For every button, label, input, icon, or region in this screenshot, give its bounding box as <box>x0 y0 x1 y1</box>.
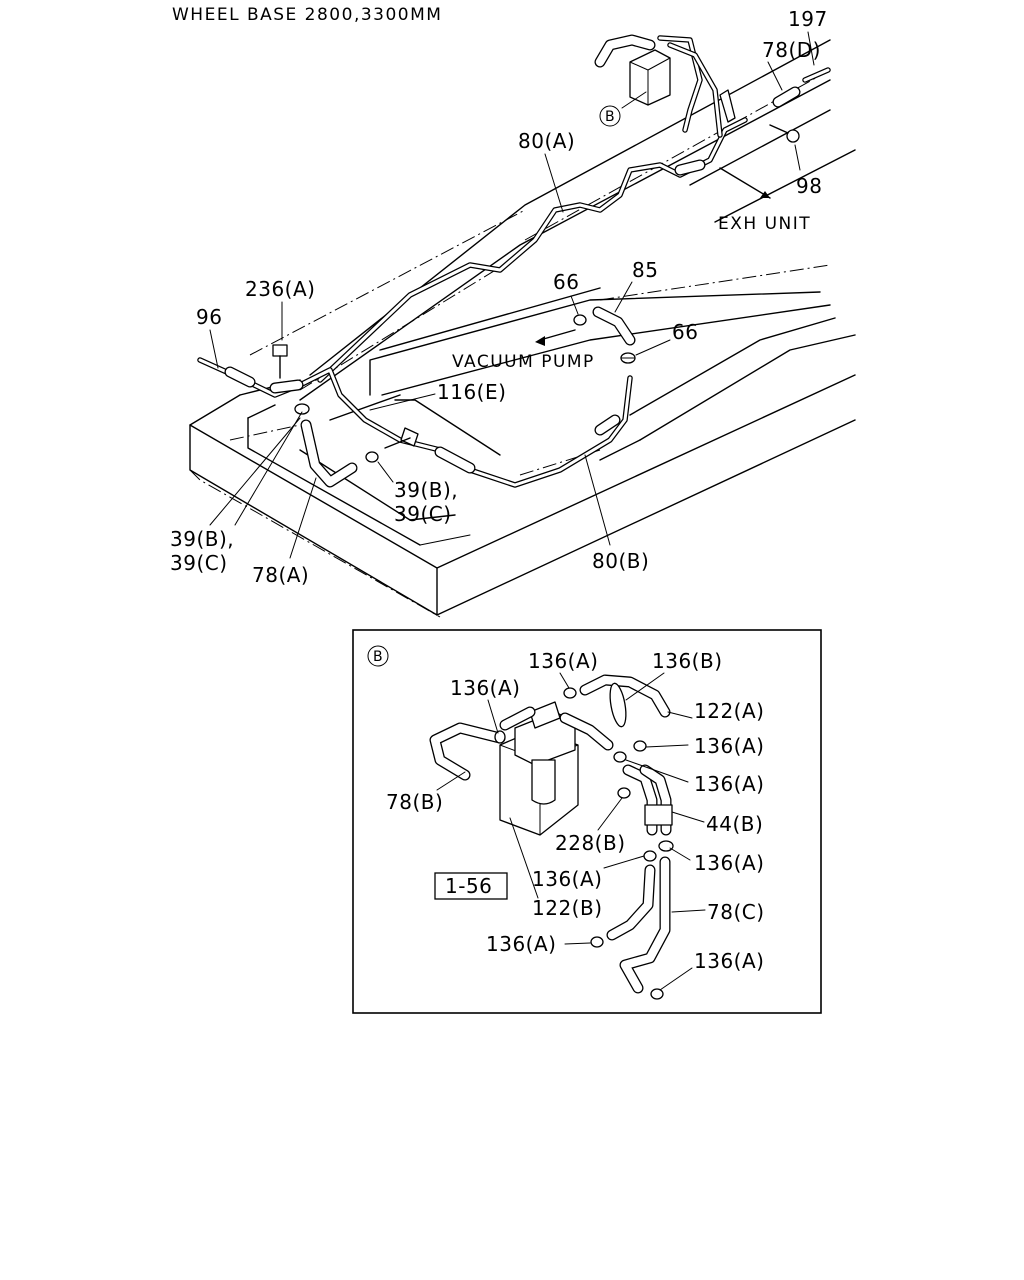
label-66-right: 66 <box>672 320 698 344</box>
detail-clamp-136b <box>609 682 627 728</box>
label-vacuum-pump: VACUUM PUMP <box>452 352 595 372</box>
label-78c: 78(C) <box>707 900 765 924</box>
detail-marker-label: B <box>373 649 383 665</box>
detail-labels: 136(A) 136(B) 136(A) 122(A) 136(A) 136(A… <box>386 649 765 973</box>
pipe-197 <box>802 67 831 83</box>
label-197: 197 <box>788 7 828 31</box>
label-136a-3: 136(A) <box>694 734 764 758</box>
label-136a-7: 136(A) <box>486 932 556 956</box>
label-228b: 228(B) <box>555 831 626 855</box>
leader-lines-main <box>209 31 815 559</box>
label-98: 98 <box>796 174 822 198</box>
detail-hose-122a <box>559 674 671 751</box>
label-136a-4: 136(A) <box>694 772 764 796</box>
label-136a-2: 136(A) <box>450 676 520 700</box>
ref-box-1-56: 1-56 <box>434 872 508 900</box>
clamp-66-left <box>573 314 587 326</box>
label-exh-unit: EXH UNIT <box>718 214 811 234</box>
marker-b-top <box>599 105 621 127</box>
hose-78a <box>300 419 358 488</box>
label-80a: 80(A) <box>518 129 575 153</box>
label-236a: 236(A) <box>245 277 315 301</box>
top-separator-assembly <box>594 34 736 138</box>
detail-marker-b <box>367 645 389 667</box>
detail-b-box: B <box>352 629 822 1014</box>
label-b-top: B <box>605 109 615 125</box>
pipe-80b <box>297 367 633 488</box>
label-136a-1: 136(A) <box>528 649 598 673</box>
svg-text:1-56: 1-56 <box>445 874 492 898</box>
label-80b: 80(B) <box>592 549 649 573</box>
pipe-80a <box>317 117 748 383</box>
label-116e: 116(E) <box>437 380 506 404</box>
label-78d: 78(D) <box>762 38 821 62</box>
chassis-frame <box>189 39 856 618</box>
label-122a: 122(A) <box>694 699 764 723</box>
label-136a-5: 136(A) <box>694 851 764 875</box>
label-39b-mid: 39(B), <box>394 478 458 502</box>
fitting-116e <box>384 427 419 449</box>
label-78b: 78(B) <box>386 790 443 814</box>
label-122b: 122(B) <box>532 896 603 920</box>
label-39c-left: 39(C) <box>170 551 228 575</box>
clamp-39-left <box>294 403 310 415</box>
label-44b: 44(B) <box>706 812 763 836</box>
detail-hose-122b <box>606 864 656 941</box>
label-136a-6: 136(A) <box>532 867 602 891</box>
detail-separator <box>499 701 579 836</box>
main-labels: 197 78(D) B 80(A) 98 EXH UNIT 236(A) 96 … <box>170 7 828 587</box>
bolt-236a <box>272 344 288 379</box>
detail-leader-lines <box>436 672 706 991</box>
label-39b-left: 39(B), <box>170 527 234 551</box>
label-136a-8: 136(A) <box>694 949 764 973</box>
detail-clamps <box>494 687 674 1000</box>
label-136b: 136(B) <box>652 649 723 673</box>
clamp-39-mid <box>365 451 379 463</box>
label-96: 96 <box>196 305 222 329</box>
detail-hose-78b <box>429 706 536 781</box>
hose-78d <box>772 86 801 108</box>
label-39c-mid: 39(C) <box>394 502 452 526</box>
hose-85 <box>592 306 636 346</box>
detail-tee-44b <box>622 764 673 836</box>
diagram-title: WHEEL BASE 2800,3300MM <box>172 5 442 25</box>
label-66-left: 66 <box>553 270 579 294</box>
label-78a: 78(A) <box>252 563 309 587</box>
detail-hose-78c <box>619 856 671 994</box>
label-85: 85 <box>632 258 658 282</box>
bolt-98 <box>769 124 800 143</box>
pipe-96 <box>197 357 304 398</box>
clamp-66-right <box>620 352 636 364</box>
